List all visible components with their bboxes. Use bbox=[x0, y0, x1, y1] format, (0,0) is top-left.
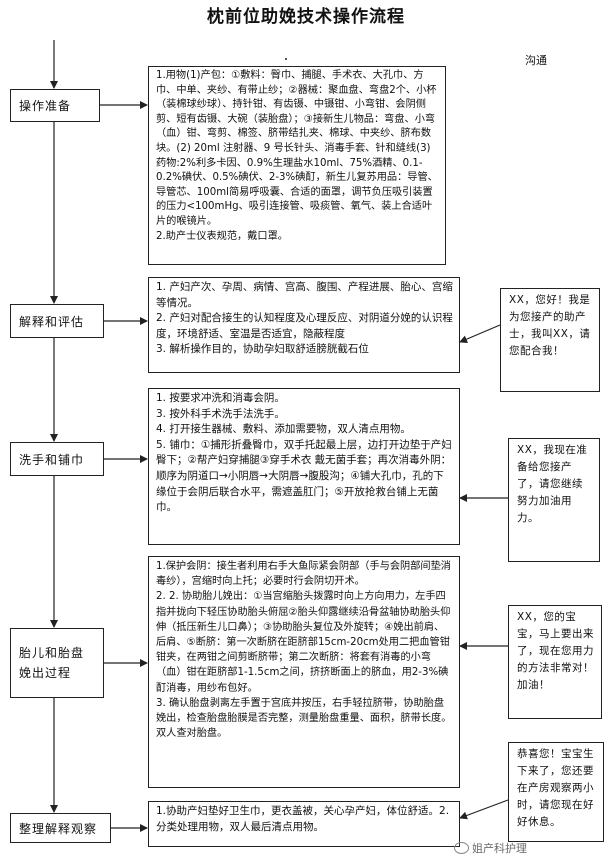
content-line: 1. 按要求冲洗和消毒会阴。 bbox=[156, 392, 285, 404]
step-box-tidy-observe: 整理解释观察 bbox=[10, 813, 111, 843]
arrow-comm1-content bbox=[459, 324, 501, 343]
communication-text: XX，您好！我是为您接产的助产士，我叫XX，请您配合我！ bbox=[509, 294, 591, 357]
content-line: 2. 产妇对配合接生的认知程度及心理反应、对阴道分娩的认识程度，环境舒适、室温是… bbox=[156, 312, 453, 340]
content-line: 5. 铺巾：①捕形折叠臀巾，双手托起最上层，边打开边垫于产妇臀下；②帮产妇穿捕腿… bbox=[156, 438, 452, 514]
content-line: 3. 按外科手术洗手法洗手。 bbox=[156, 407, 285, 420]
arrow-comm4-content bbox=[459, 799, 509, 820]
step-label-tidy-observe: 整理解释观察 bbox=[19, 821, 98, 836]
communication-text: XX，我现在准备给您接产了，请您继续努力加油用力。 bbox=[517, 444, 588, 524]
content-box-preparation: 1.用物(1)产包：①敷料：臀巾、捕腿、手术衣、大孔巾、方巾、中单、夹纱、有带止… bbox=[148, 66, 446, 265]
step-box-delivery: 胎儿和胎盘娩出过程 bbox=[10, 628, 104, 698]
communication-text: 恭喜您！宝宝生下来了，您还要在产房观察两小时，请您现在好好休息。 bbox=[517, 748, 594, 828]
communication-header: 沟通 bbox=[525, 54, 547, 67]
content-line: 3. 确认胎盘剥离左手置于宫底并按压，右手轻拉脐带，协助胎盘娩出，检查胎盘胎膜是… bbox=[156, 697, 452, 740]
step-box-preparation: 操作准备 bbox=[10, 89, 100, 122]
content-line: 2. 2. 协助胎儿娩出：①当宫缩胎头拨露时向上方向用力，左手四指并拢向下轻压协… bbox=[156, 591, 451, 694]
decorative-dot bbox=[285, 58, 287, 60]
communication-box-3: XX，您的宝宝，马上要出来了，现在您用力的方法非常对！加油！ bbox=[508, 605, 602, 719]
content-line: 1. 产妇产次、孕周、病情、宫高、腹围、产程进展、胎心、宫缩等情况。 bbox=[156, 281, 453, 309]
watermark: 姐产科护理 bbox=[454, 840, 527, 856]
step-box-explain-assess: 解释和评估 bbox=[10, 304, 104, 338]
content-line: 2.助产士仪表规范，戴口罩。 bbox=[156, 230, 288, 242]
content-box-explain-assess: 1. 产妇产次、孕周、病情、宫高、腹围、产程进展、胎心、宫缩等情况。 2. 产妇… bbox=[148, 277, 460, 373]
content-line: 3. 解析操作目的，协助孕妇取舒适膀胱截石位 bbox=[156, 343, 369, 356]
content-line: 1.保护会阴：接生者利用右手大鱼际紧会阴部（手与会阴部间垫消毒纱），宫缩时向上托… bbox=[156, 561, 451, 588]
content-line: 4. 打开接生器械、敷料、添加需要物，双人清点用物。 bbox=[156, 423, 411, 436]
content-box-delivery: 1.保护会阴：接生者利用右手大鱼际紧会阴部（手与会阴部间垫消毒纱），宫缩时向上托… bbox=[148, 556, 460, 788]
content-box-wash-drape: 1. 按要求冲洗和消毒会阴。 3. 按外科手术洗手法洗手。 4. 打开接生器械、… bbox=[148, 388, 460, 545]
step-label-explain-assess: 解释和评估 bbox=[19, 314, 85, 329]
communication-box-2: XX，我现在准备给您接产了，请您继续努力加油用力。 bbox=[508, 438, 600, 562]
communication-box-4: 恭喜您！宝宝生下来了，您还要在产房观察两小时，请您现在好好休息。 bbox=[508, 742, 604, 842]
communication-box-1: XX，您好！我是为您接产的助产士，我叫XX，请您配合我！ bbox=[500, 288, 600, 392]
step-label-delivery: 胎儿和胎盘娩出过程 bbox=[19, 646, 85, 680]
wechat-icon bbox=[454, 842, 469, 854]
content-line: 1.用物(1)产包：①敷料：臀巾、捕腿、手术衣、大孔巾、方巾、中单、夹纱、有带止… bbox=[156, 70, 438, 227]
watermark-text: 姐产科护理 bbox=[472, 842, 527, 855]
step-box-wash-drape: 洗手和铺巾 bbox=[10, 442, 104, 476]
step-label-wash-drape: 洗手和铺巾 bbox=[19, 452, 85, 467]
content-box-tidy-observe: 1.协助产妇垫好卫生巾，更衣盖被，关心孕产妇，体位舒适。2. 分类处理用物，双人… bbox=[148, 801, 460, 847]
content-line: 1.协助产妇垫好卫生巾，更衣盖被，关心孕产妇，体位舒适。2. 分类处理用物，双人… bbox=[156, 805, 450, 833]
communication-text: XX，您的宝宝，马上要出来了，现在您用力的方法非常对！加油！ bbox=[517, 611, 594, 691]
page-title: 枕前位助娩技术操作流程 bbox=[207, 7, 405, 27]
step-label-preparation: 操作准备 bbox=[19, 99, 72, 113]
